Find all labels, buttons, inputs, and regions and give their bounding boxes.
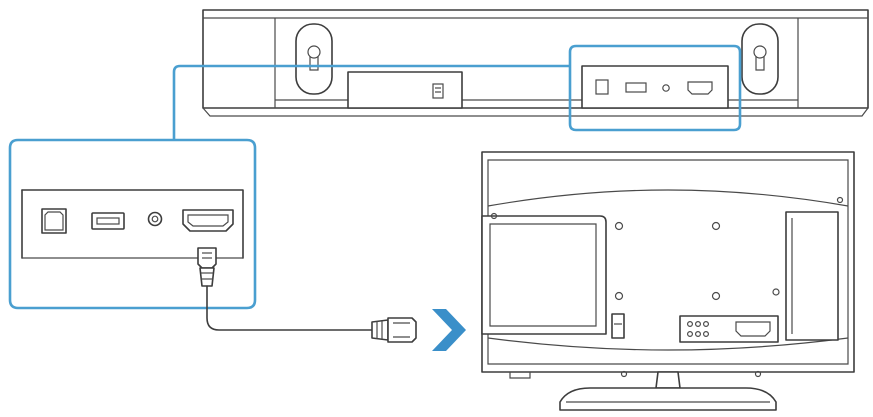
tv-port-cluster xyxy=(686,321,709,338)
cable-line xyxy=(206,285,373,331)
keyhole-mount-right xyxy=(741,23,779,95)
rear-port-panel xyxy=(581,65,729,109)
center-panel xyxy=(347,71,463,109)
mount-hole xyxy=(772,288,780,296)
tv-right-panel xyxy=(785,211,839,341)
mount-hole xyxy=(711,291,721,301)
hdmi-port-small xyxy=(687,81,713,95)
callout-frame xyxy=(8,138,257,310)
mount-hole xyxy=(711,221,721,231)
zoom-callout xyxy=(8,138,257,310)
soundbar xyxy=(202,9,869,132)
tv-hdmi-port xyxy=(735,321,771,337)
soundbar-base xyxy=(202,107,869,117)
keyhole-mount-left xyxy=(295,23,333,95)
callout-panel-outline xyxy=(21,189,244,259)
usb-port-small xyxy=(625,82,647,93)
aux-port xyxy=(147,211,163,227)
port-highlight xyxy=(568,44,742,132)
aux-port-small xyxy=(662,84,670,92)
chevron-right-icon xyxy=(432,309,466,351)
tv-power-switch xyxy=(611,313,625,339)
optical-port-small xyxy=(595,79,609,95)
hdmi-plug-top xyxy=(197,247,217,287)
tv-stand xyxy=(559,371,777,411)
usb-port xyxy=(91,212,125,230)
callout-connector-line xyxy=(172,64,570,140)
mount-hole xyxy=(614,221,624,231)
television-back xyxy=(481,151,855,411)
hdmi-port xyxy=(182,209,234,232)
tv-left-panel xyxy=(481,215,607,335)
hdmi-cable xyxy=(206,285,417,343)
hdmi-plug-end xyxy=(371,317,417,343)
tv-input-panel xyxy=(679,315,779,343)
optical-port xyxy=(41,208,67,234)
mount-hole xyxy=(614,291,624,301)
